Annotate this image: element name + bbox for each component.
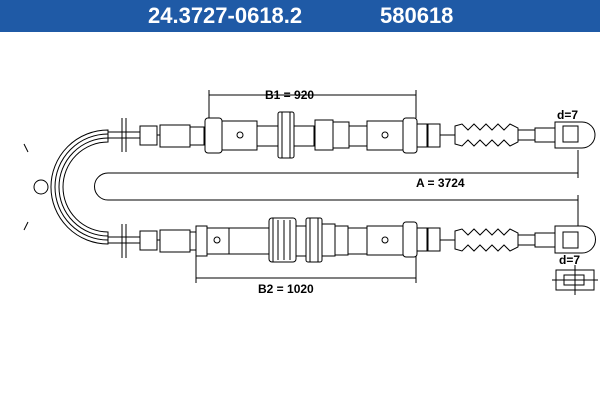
dim-b2: B2 = 1020 [258, 282, 314, 296]
cable-bottom [139, 217, 596, 263]
cross-section-detail [552, 265, 598, 295]
dimension-lines [94, 90, 579, 283]
dim-b1: B1 = 920 [265, 88, 314, 102]
mounting-bracket [23, 129, 109, 245]
header-bar: 24.3727-0618.2 580618 [0, 0, 600, 32]
reference-number: 580618 [380, 3, 454, 28]
bracket-hole [33, 179, 49, 195]
dim-a: A = 3724 [416, 176, 465, 190]
cable-top [139, 111, 596, 159]
dim-d-bottom: d=7 [559, 253, 580, 267]
cable-lines [108, 118, 140, 258]
dim-d-top: d=7 [557, 108, 578, 122]
part-number: 24.3727-0618.2 [148, 3, 303, 28]
